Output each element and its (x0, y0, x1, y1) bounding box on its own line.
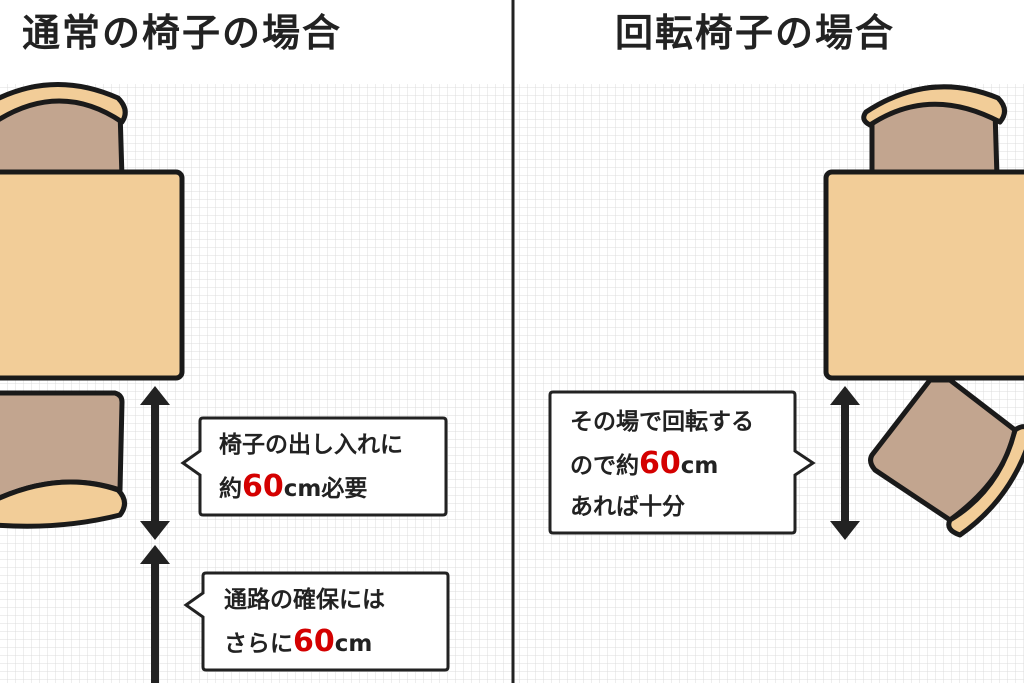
callout-suffix: cm (334, 631, 373, 657)
chair-top-right (861, 84, 1007, 181)
callout-text-left-1: 椅子の出し入れに 約60cm必要 (219, 425, 403, 510)
callout-box-left-2 (183, 571, 450, 672)
callout-line: あれば十分 (570, 494, 685, 520)
callout-box-right (548, 390, 816, 535)
callout-prefix: 約 (219, 476, 242, 502)
callout-text-left-2: 通路の確保には さらに60cm (224, 580, 385, 665)
arrow-passage-left (140, 545, 170, 683)
callout-number: 60 (242, 469, 284, 504)
callout-line: 通路の確保には (224, 587, 385, 613)
callout-text-right: その場で回転する ので約60cm あれば十分 (570, 402, 754, 528)
chair-top-left (0, 82, 128, 181)
callout-suffix: cm必要 (283, 476, 368, 502)
chair-rotated-right (868, 377, 1024, 538)
callout-number: 60 (293, 624, 335, 659)
table-left (0, 169, 185, 381)
callout-prefix: ので約 (570, 453, 639, 479)
arrow-chair-clearance-left (140, 386, 170, 540)
callout-line: 椅子の出し入れに (219, 432, 403, 458)
chair-bottom-left (0, 390, 127, 529)
callout-box-left-1 (180, 416, 448, 517)
table-right (823, 169, 1024, 381)
callout-suffix: cm (680, 453, 719, 479)
right-title: 回転椅子の場合 (615, 11, 896, 55)
callout-prefix: さらに (224, 631, 293, 657)
arrow-rotation-clearance-right (830, 386, 860, 540)
left-title: 通常の椅子の場合 (22, 11, 343, 55)
callout-line: その場で回転する (570, 409, 754, 435)
callout-number: 60 (639, 446, 681, 481)
